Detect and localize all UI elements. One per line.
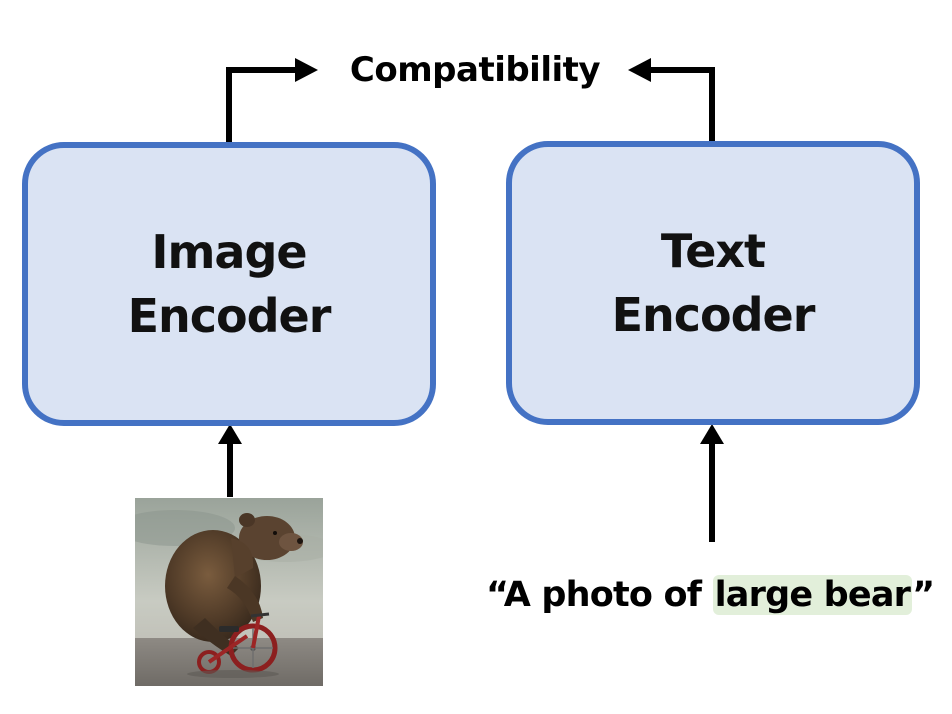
caption-highlight: large bear [712, 575, 913, 615]
text-input-arrowhead [700, 424, 724, 444]
image-encoder-line2: Encoder [127, 289, 332, 343]
image-encoder-label: Image Encoder [127, 220, 332, 348]
text-to-compatibility-arrowhead [628, 58, 651, 82]
compatibility-label: Compatibility [349, 50, 601, 90]
text-encoder-line1: Text [660, 224, 766, 278]
bear-photo [135, 498, 323, 686]
text-encoder-label: Text Encoder [611, 219, 816, 347]
text-encoder-box: Text Encoder [506, 141, 920, 425]
text-input-caption: “A photo of large bear” [486, 568, 935, 622]
image-to-compatibility-arrowhead [295, 58, 318, 82]
image-to-compatibility-arrow [226, 67, 305, 143]
text-to-compatibility-arrow [642, 67, 715, 142]
caption-close-quote: ” [912, 575, 935, 615]
image-encoder-line1: Image [151, 225, 307, 279]
image-input-arrowhead [218, 424, 242, 444]
image-encoder-box: Image Encoder [22, 142, 436, 426]
text-encoder-line2: Encoder [611, 288, 816, 342]
caption-prefix: “A photo of [486, 575, 713, 615]
